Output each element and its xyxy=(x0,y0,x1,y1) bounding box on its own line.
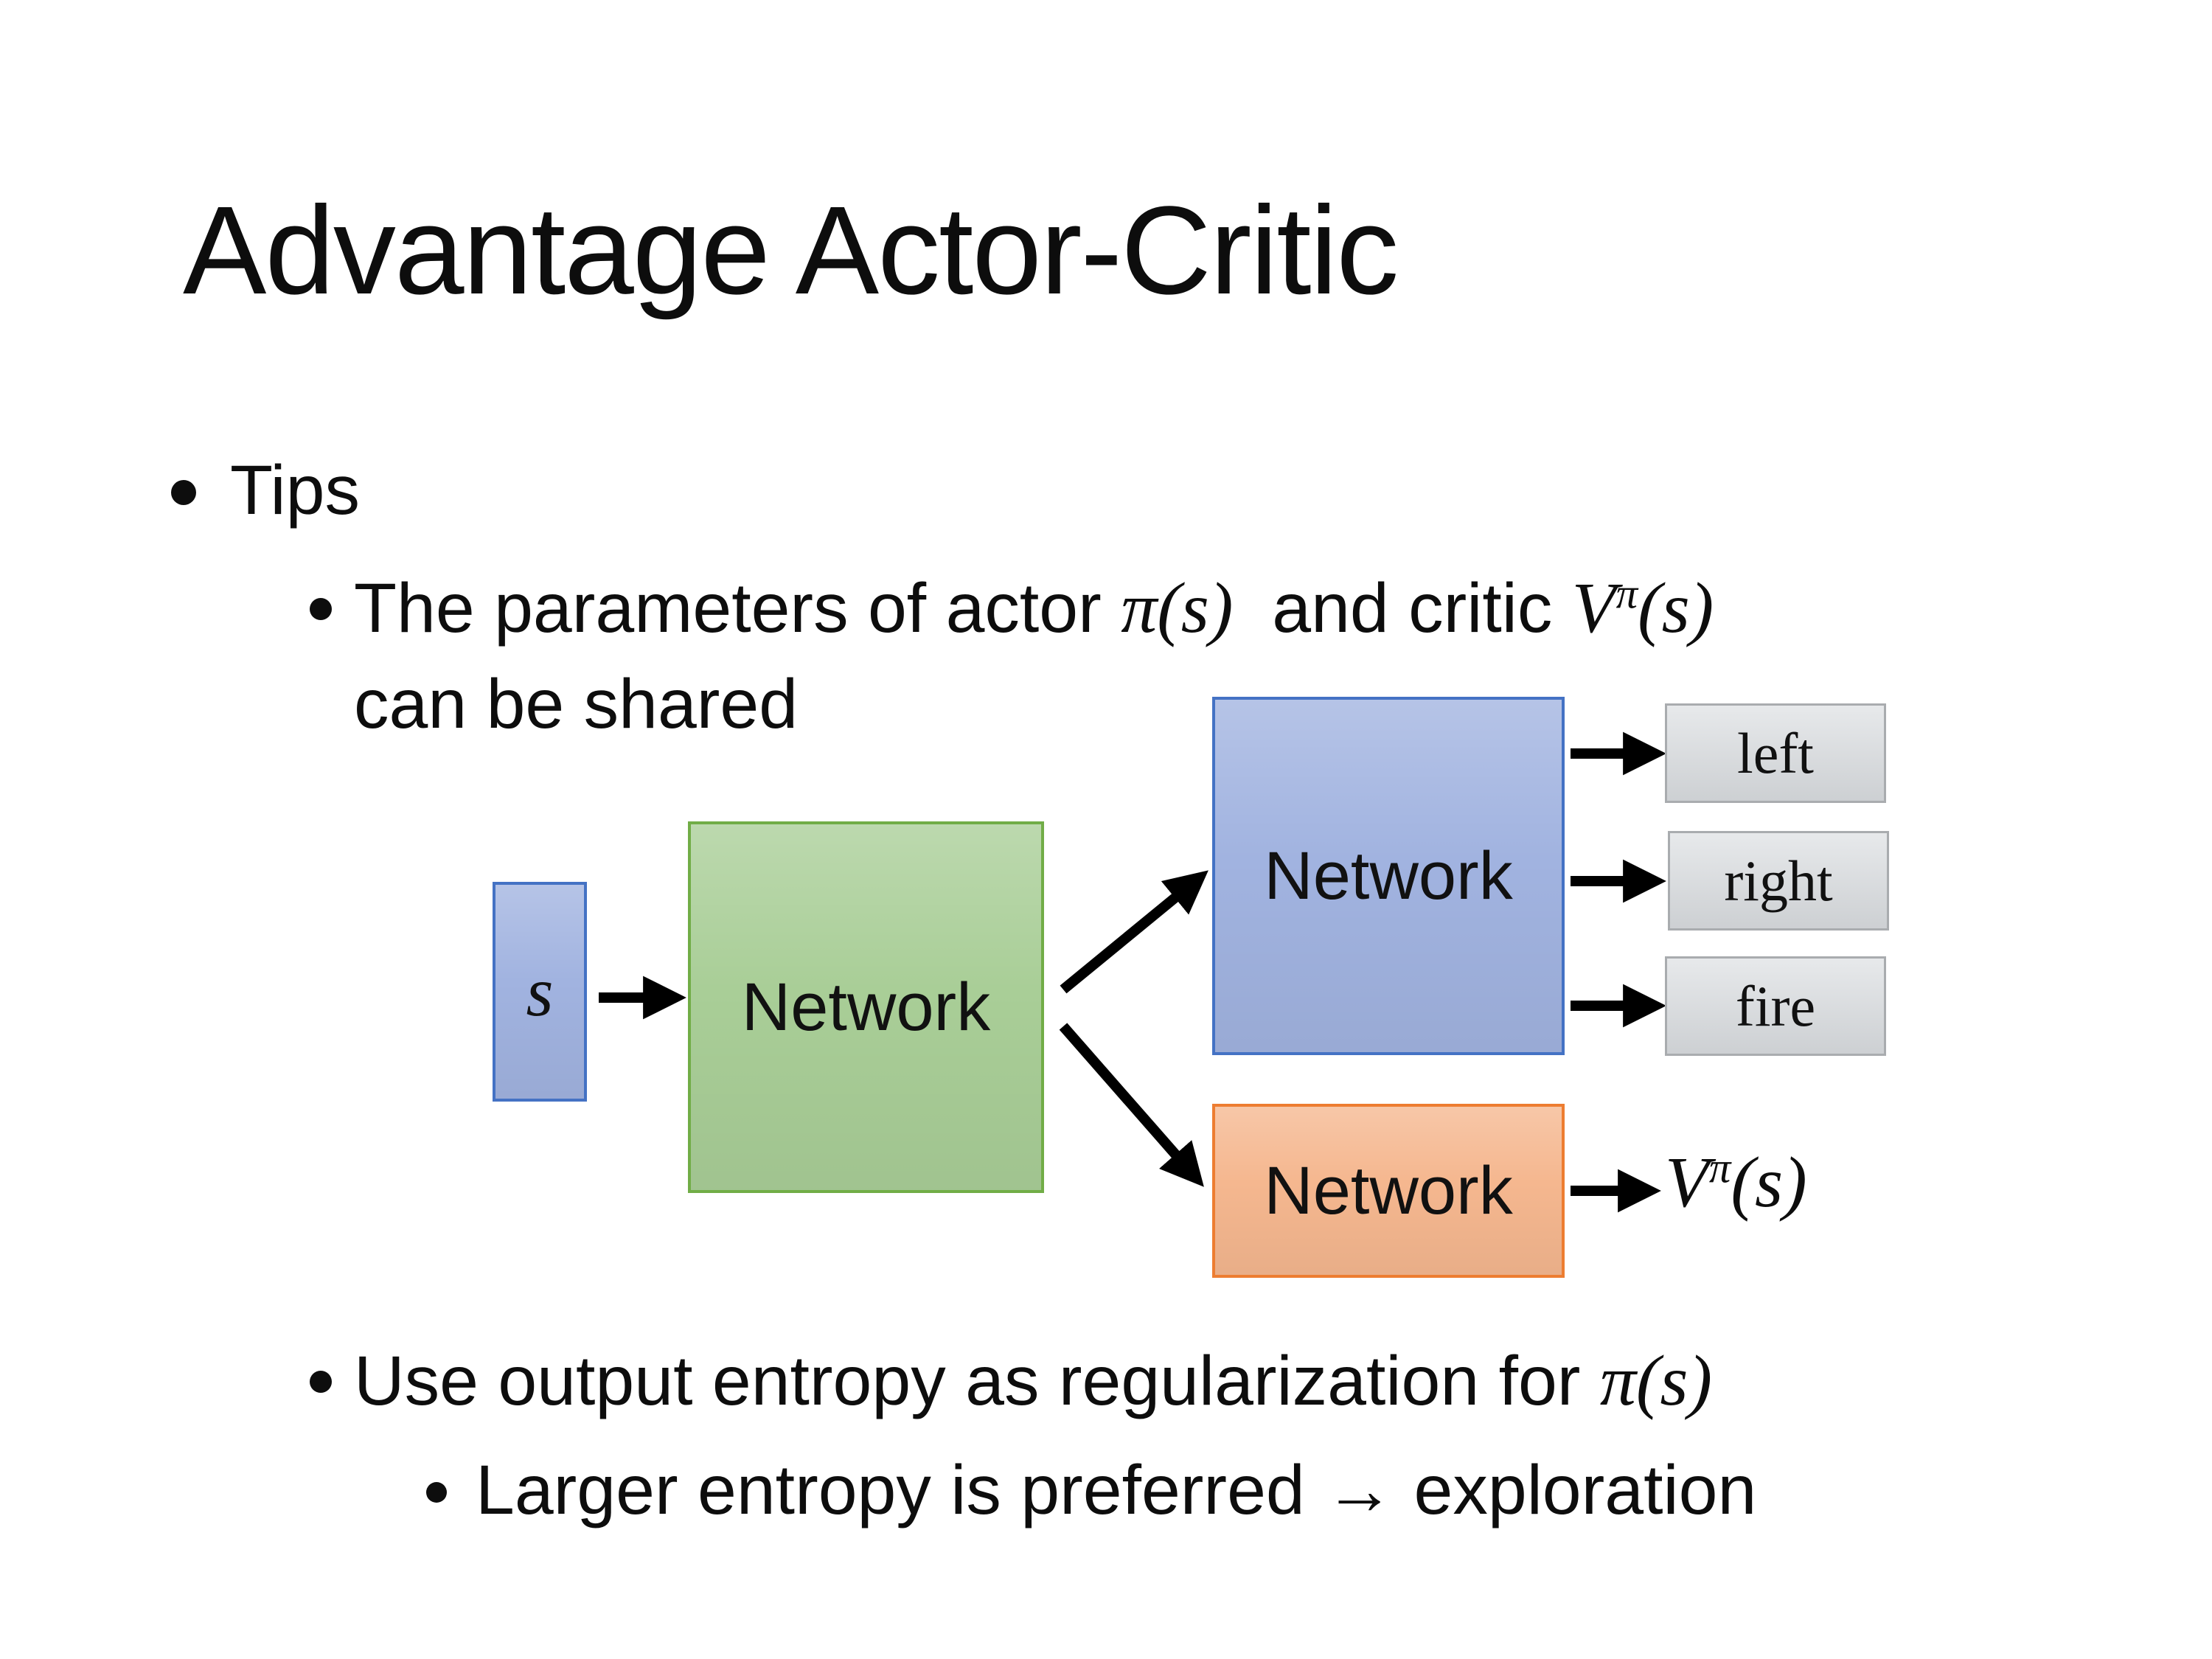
parameters-text-line2: can be shared xyxy=(354,665,799,744)
bullet-tips: Tips xyxy=(171,443,360,538)
bullet-entropy-regularization: Use output entropy as regularization for… xyxy=(310,1332,1712,1430)
bullet-exploration-label: Larger entropy is preferred → exploratio… xyxy=(476,1451,1757,1529)
action-left-label: left xyxy=(1737,720,1814,785)
output-args: (s) xyxy=(1731,1143,1807,1222)
critic-network-box: Network xyxy=(1212,1104,1565,1278)
parameters-text-mid: and critic xyxy=(1233,569,1572,647)
bullet-tips-label: Tips xyxy=(230,451,360,529)
output-v: V xyxy=(1665,1143,1709,1222)
parameters-text-pre: The parameters of actor xyxy=(354,569,1121,647)
bullet-exploration: Larger entropy is preferred → exploratio… xyxy=(426,1443,1756,1537)
actor-network-label: Network xyxy=(1264,838,1513,914)
shared-network-box: Network xyxy=(688,821,1044,1193)
state-input-label: s xyxy=(526,953,554,1031)
value-v: V xyxy=(1571,568,1616,648)
critic-output-label: Vπ(s) xyxy=(1665,1141,1807,1224)
bullet-parameters-shared: The parameters of actor π(s) and critic … xyxy=(310,560,1714,751)
page-title: Advantage Actor-Critic xyxy=(183,181,1399,321)
critic-value-math: Vπ(s) xyxy=(1572,568,1714,648)
bullet-parameters-text: The parameters of actor π(s) and critic … xyxy=(354,560,1714,751)
entropy-policy-math: π(s) xyxy=(1599,1341,1713,1421)
bullet-dot xyxy=(171,480,196,505)
action-fire-box: fire xyxy=(1665,956,1886,1056)
bullet-dot xyxy=(310,1371,332,1393)
bullet-entropy-text: Use output entropy as regularization for… xyxy=(354,1332,1712,1430)
arrow-shared-to-actor xyxy=(1060,870,1208,994)
action-left-box: left xyxy=(1665,703,1886,803)
shared-network-label: Network xyxy=(741,969,991,1045)
bullet-dot xyxy=(426,1482,447,1503)
action-right-box: right xyxy=(1668,831,1889,931)
output-sup-pi: π xyxy=(1708,1144,1731,1192)
arrow-shared-to-critic xyxy=(1059,1023,1204,1187)
action-fire-label: fire xyxy=(1735,973,1816,1038)
critic-network-label: Network xyxy=(1264,1152,1513,1228)
action-right-label: right xyxy=(1724,848,1833,913)
actor-policy-math: π(s) xyxy=(1121,568,1234,648)
value-sup-pi: π xyxy=(1615,569,1638,618)
value-args: (s) xyxy=(1637,568,1714,648)
bullet-dot xyxy=(310,598,332,620)
actor-network-box: Network xyxy=(1212,697,1565,1055)
state-input-box: s xyxy=(493,882,587,1102)
entropy-text-pre: Use output entropy as regularization for xyxy=(354,1342,1600,1420)
